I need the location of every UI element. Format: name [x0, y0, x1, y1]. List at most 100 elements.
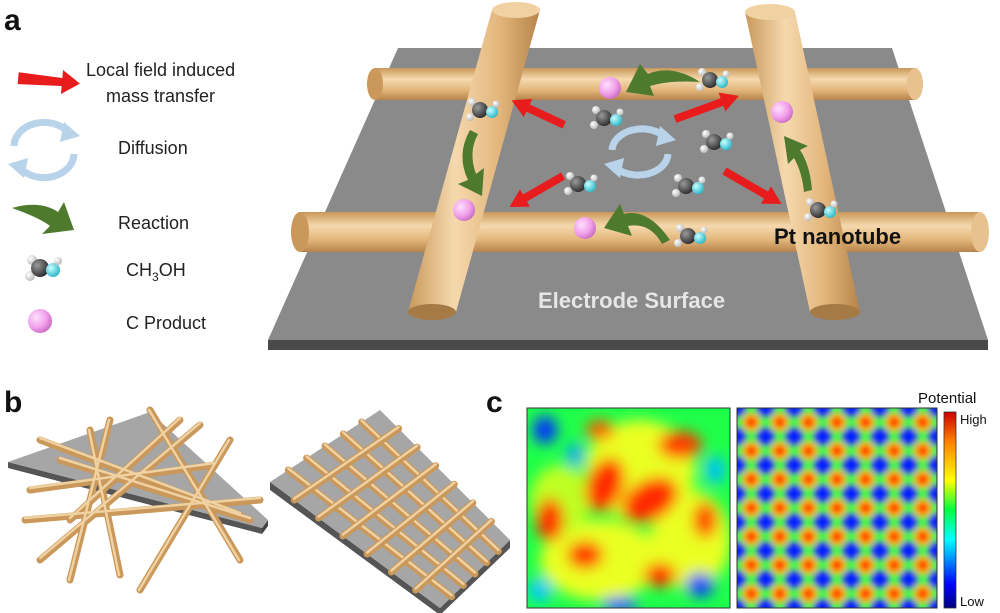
potential-map-random-frame	[526, 407, 731, 609]
potential-high-spot	[773, 502, 786, 514]
potential-high-spot	[802, 416, 815, 429]
potential-map-random	[527, 408, 730, 608]
potential-low-spot	[870, 599, 889, 608]
product-sphere-icon	[28, 309, 52, 333]
potential-low-spot	[842, 456, 861, 475]
potential-low-spot	[785, 484, 804, 503]
potential-low-spot	[870, 456, 889, 475]
potential-low-spot	[785, 599, 804, 608]
potential-low-spot	[899, 513, 918, 532]
potential-low-spot	[813, 541, 832, 560]
potential-high-spot	[802, 559, 815, 572]
potential-low-spot	[842, 408, 861, 417]
potential-high-spot	[888, 502, 901, 514]
electrode-surface-label: Electrode Surface	[538, 288, 725, 313]
potential-high-spot	[831, 502, 843, 514]
potential-low-spot	[928, 570, 937, 589]
potential-low-spot	[737, 599, 746, 608]
potential-low-spot	[813, 599, 832, 608]
potential-high-spot	[831, 587, 843, 600]
potential-low-spot	[870, 570, 889, 589]
legend-product: C Product	[126, 313, 206, 333]
reaction-arrows	[458, 64, 812, 244]
potential-low-spot	[756, 484, 775, 503]
potential-low-spot	[756, 456, 775, 475]
methanol-molecule-icon	[25, 255, 62, 281]
potential-low-spot	[813, 408, 832, 417]
legend-mass-transfer-line2: mass transfer	[106, 86, 215, 106]
potential-high-spot	[802, 530, 815, 543]
potential-high-spot	[773, 559, 786, 572]
potential-high-spot	[773, 587, 786, 600]
potential-low-spot	[842, 599, 861, 608]
potential-high-spot	[859, 502, 872, 514]
potential-low-spot	[737, 513, 746, 532]
potential-high-spot	[745, 530, 758, 543]
potential-high-spot	[802, 587, 815, 600]
potential-low-spot	[899, 408, 918, 417]
potential-high-spot	[745, 559, 758, 572]
potential-high-spot	[916, 473, 929, 486]
potential-low-spot	[813, 427, 832, 446]
potential-low-spot	[785, 541, 804, 560]
potential-low-spot	[928, 408, 937, 417]
potential-high-spot	[888, 416, 901, 429]
potential-low-spot	[785, 513, 804, 532]
panel-label-c: c	[486, 386, 503, 419]
potential-colorbar: Potential High Low	[918, 390, 987, 609]
potential-high-spot	[745, 587, 758, 600]
potential-low-spot	[813, 513, 832, 532]
potential-high-spot	[859, 444, 872, 457]
reaction-arrow-icon	[12, 202, 74, 234]
potential-map-grid	[737, 408, 937, 608]
potential-high-spot	[916, 502, 929, 514]
potential-low-spot	[899, 541, 918, 560]
colorbar-low-label: Low	[960, 594, 984, 609]
potential-low-spot	[842, 570, 861, 589]
potential-low-spot	[928, 599, 937, 608]
potential-low-spot	[899, 599, 918, 608]
potential-high-spot	[916, 559, 929, 572]
panel-label-a: a	[4, 4, 21, 37]
potential-high-spot	[888, 530, 901, 543]
panel-label-b: b	[4, 386, 22, 419]
potential-low-spot	[928, 513, 937, 532]
potential-low-spot	[737, 541, 746, 560]
potential-high-spot	[773, 444, 786, 457]
potential-low-spot	[756, 599, 775, 608]
red-arrow-icon	[17, 70, 80, 94]
potential-high-spot	[831, 473, 843, 486]
diffusion-cycle	[604, 125, 676, 179]
grid-nanotube-network	[270, 410, 510, 613]
potential-high-spot	[916, 530, 929, 543]
grid-tube	[341, 462, 437, 536]
potential-high-spot	[859, 416, 872, 429]
potential-low-spot	[899, 427, 918, 446]
potential-high-spot	[802, 473, 815, 486]
pt-nanotube-vertical-left	[408, 2, 540, 320]
potential-low-spot	[870, 541, 889, 560]
potential-high-spot	[773, 416, 786, 429]
potential-low-spot	[928, 456, 937, 475]
potential-low-spot	[813, 570, 832, 589]
potential-low-spot	[756, 570, 775, 589]
potential-low-spot	[756, 408, 775, 417]
potential-low-spot	[737, 427, 746, 446]
potential-low-spot	[737, 456, 746, 475]
mass-transfer-arrows	[509, 92, 782, 207]
potential-low-spot	[870, 513, 889, 532]
pt-nanotube-horizontal-bottom	[291, 212, 989, 252]
grid-tube	[414, 518, 493, 590]
grid-tube	[317, 444, 419, 518]
potential-low-spot	[842, 513, 861, 532]
potential-low-spot	[870, 427, 889, 446]
random-nanotube-network	[8, 406, 268, 594]
potential-high-spot	[859, 530, 872, 543]
pt-nanotube-label: Pt nanotube	[774, 224, 901, 249]
potential-high-spot	[888, 559, 901, 572]
potential-low-spot	[928, 427, 937, 446]
potential-low-spot	[842, 427, 861, 446]
potential-high-spot	[831, 559, 843, 572]
potential-low-spot	[737, 484, 746, 503]
